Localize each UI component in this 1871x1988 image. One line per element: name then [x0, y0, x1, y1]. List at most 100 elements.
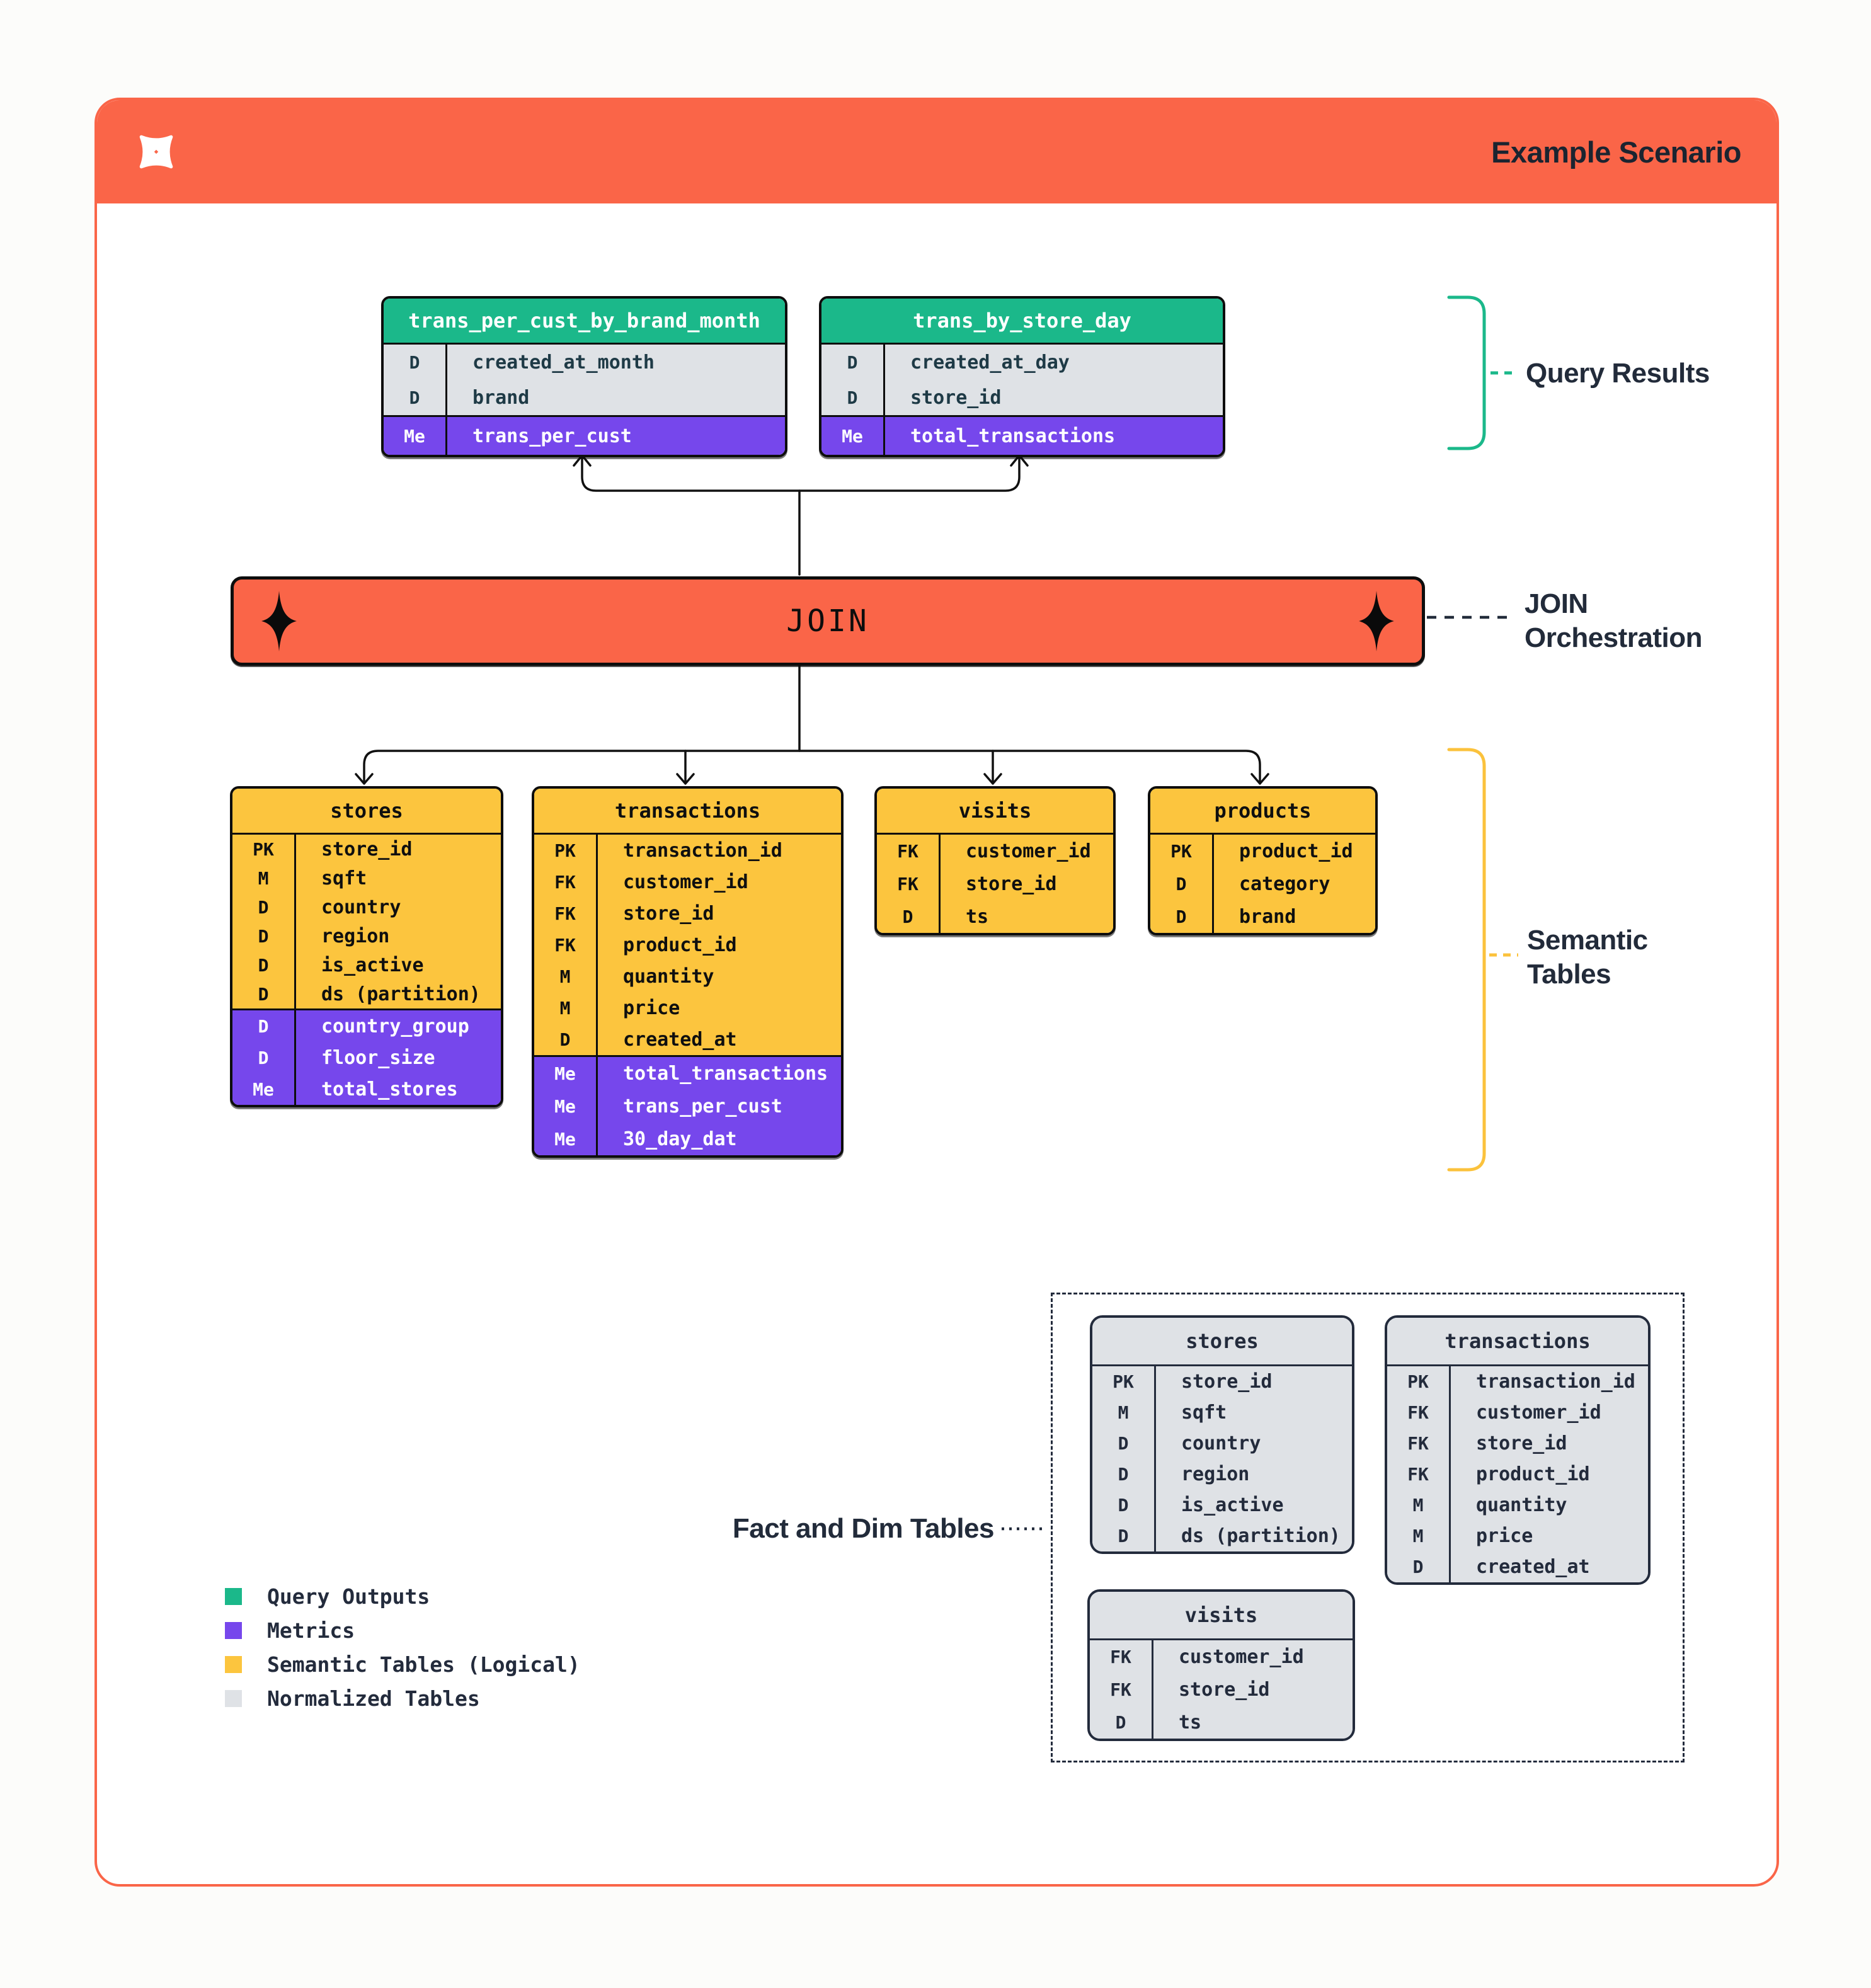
legend-swatch-yellow — [225, 1655, 242, 1673]
legend-item: Query Outputs — [225, 1584, 580, 1609]
table-title: stores — [232, 789, 501, 833]
field-key: FK — [534, 929, 598, 961]
field-key: D — [232, 951, 296, 980]
field-name: 30_day_dat — [623, 1128, 737, 1150]
field-key: D — [821, 345, 885, 380]
field-key: D — [232, 1042, 296, 1073]
diamond-spark-icon — [261, 591, 297, 651]
field-name: transaction_id — [1476, 1371, 1635, 1393]
field-key: M — [1092, 1397, 1156, 1428]
field-key: FK — [877, 835, 941, 867]
field-key: PK — [1092, 1366, 1156, 1397]
table-title: visits — [1090, 1592, 1353, 1638]
field-key: D — [1150, 900, 1214, 933]
table-title: trans_per_cust_by_brand_month — [384, 299, 785, 343]
field-name: quantity — [623, 965, 714, 988]
field-name: is_active — [1181, 1494, 1284, 1516]
table-title: transactions — [534, 789, 841, 833]
field-key: D — [1092, 1521, 1156, 1551]
table-row: Me 30_day_dat — [534, 1123, 841, 1155]
field-key: D — [1092, 1490, 1156, 1521]
field-name: ts — [966, 905, 989, 928]
field-name: country — [321, 896, 401, 918]
pinwheel-x-logo-icon — [139, 135, 173, 169]
legend-swatch-purple — [225, 1621, 242, 1639]
field-name: brand — [1239, 905, 1296, 928]
field-key: Me — [821, 417, 885, 455]
field-key: D — [1387, 1551, 1451, 1582]
field-key: D — [232, 893, 296, 922]
diamond-spark-icon — [1359, 591, 1394, 651]
field-name: sqft — [1181, 1402, 1227, 1424]
query-results-label: Query Results — [1526, 358, 1710, 389]
field-name: sqft — [321, 867, 367, 889]
table-title: stores — [1092, 1318, 1352, 1364]
field-key: D — [1092, 1428, 1156, 1459]
field-key: PK — [232, 835, 296, 864]
field-key: PK — [534, 835, 598, 866]
legend-item: Metrics — [225, 1618, 580, 1643]
field-key: D — [1092, 1459, 1156, 1490]
join-orchestration-bar: JOIN — [231, 576, 1425, 666]
field-name: created_at_month — [472, 351, 655, 374]
field-name: ds (partition) — [321, 983, 481, 1005]
field-key: Me — [384, 417, 447, 455]
field-name: store_id — [623, 902, 714, 925]
normalized-tables-box — [1051, 1293, 1685, 1762]
field-key: Me — [534, 1123, 598, 1155]
field-name: ts — [1179, 1711, 1202, 1734]
field-key: Me — [534, 1090, 598, 1123]
field-name: store_id — [1181, 1371, 1273, 1393]
field-key: D — [384, 345, 447, 380]
field-name: country_group — [321, 1015, 469, 1037]
field-name: product_id — [1239, 840, 1353, 862]
field-key: D — [232, 922, 296, 951]
field-name: floor_size — [321, 1046, 435, 1069]
field-key: FK — [1387, 1397, 1451, 1428]
field-key: D — [821, 380, 885, 415]
field-name: product_id — [1476, 1463, 1590, 1485]
field-name: trans_per_cust — [623, 1095, 782, 1117]
field-key: FK — [877, 867, 941, 900]
legend: Query Outputs Metrics Semantic Tables (L… — [225, 1584, 580, 1711]
semantic-tables-label: Semantic Tables — [1527, 925, 1648, 990]
field-name: category — [1239, 872, 1330, 895]
field-key: FK — [534, 866, 598, 898]
field-key: M — [1387, 1490, 1451, 1521]
legend-label: Semantic Tables (Logical) — [267, 1652, 580, 1677]
legend-swatch-gray — [225, 1689, 242, 1707]
